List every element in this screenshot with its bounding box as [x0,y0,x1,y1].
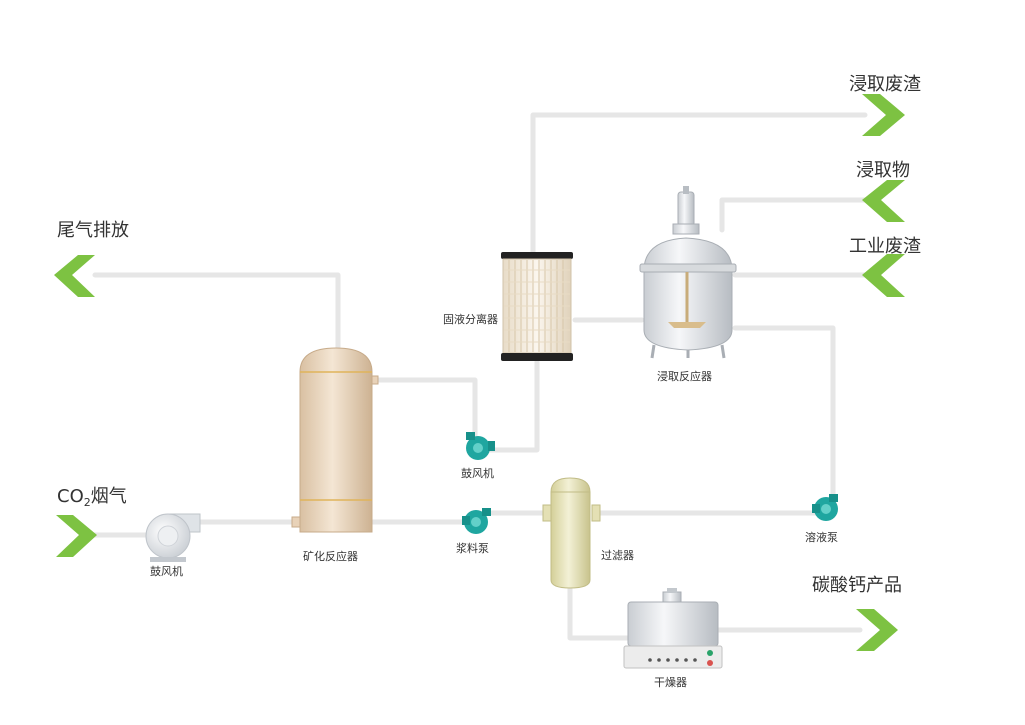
filter-label: 过滤器 [601,549,634,562]
mineralization-reactor [291,347,379,533]
pump-icon [812,494,838,521]
arrow-left-icon [54,255,95,297]
leach-reactor [639,186,737,359]
arrow-right-icon [862,94,905,136]
arrow-right-icon [56,515,97,557]
co2-label-main: CO [57,486,84,507]
arrow-left-icon [862,180,905,222]
solid-liquid-separator [501,252,573,361]
arrow-right-icon [856,609,898,651]
solid-liquid-separator-label: 固液分离器 [443,313,498,326]
dryer [623,588,723,669]
co2-label-tail: 烟气 [90,486,127,507]
pump-icon [462,508,491,534]
product-label: 碳酸钙产品 [812,575,902,596]
blower-mid-label: 鼓风机 [461,467,494,480]
co2-flue-gas-label: CO2烟气 [57,482,127,509]
pipes [92,112,868,641]
blower-icon [145,513,201,562]
pump-icon [466,432,495,460]
co2-label-sub: 2 [83,496,91,509]
filter [542,477,601,589]
mineralization-reactor-label: 矿化反应器 [303,550,358,563]
industrial-waste-label: 工业废渣 [849,236,921,257]
blower-left-label: 鼓风机 [150,565,183,578]
slurry-pump-label: 浆料泵 [456,542,489,555]
leach-reactor-label: 浸取反应器 [657,370,712,383]
solution-pump-label: 溶液泵 [805,531,838,544]
tail-gas-label: 尾气排放 [57,220,129,241]
dryer-label: 干燥器 [654,676,687,689]
arrow-left-icon [862,254,905,297]
leachate-label: 浸取物 [856,160,910,181]
leach-waste-label: 浸取废渣 [849,74,921,95]
